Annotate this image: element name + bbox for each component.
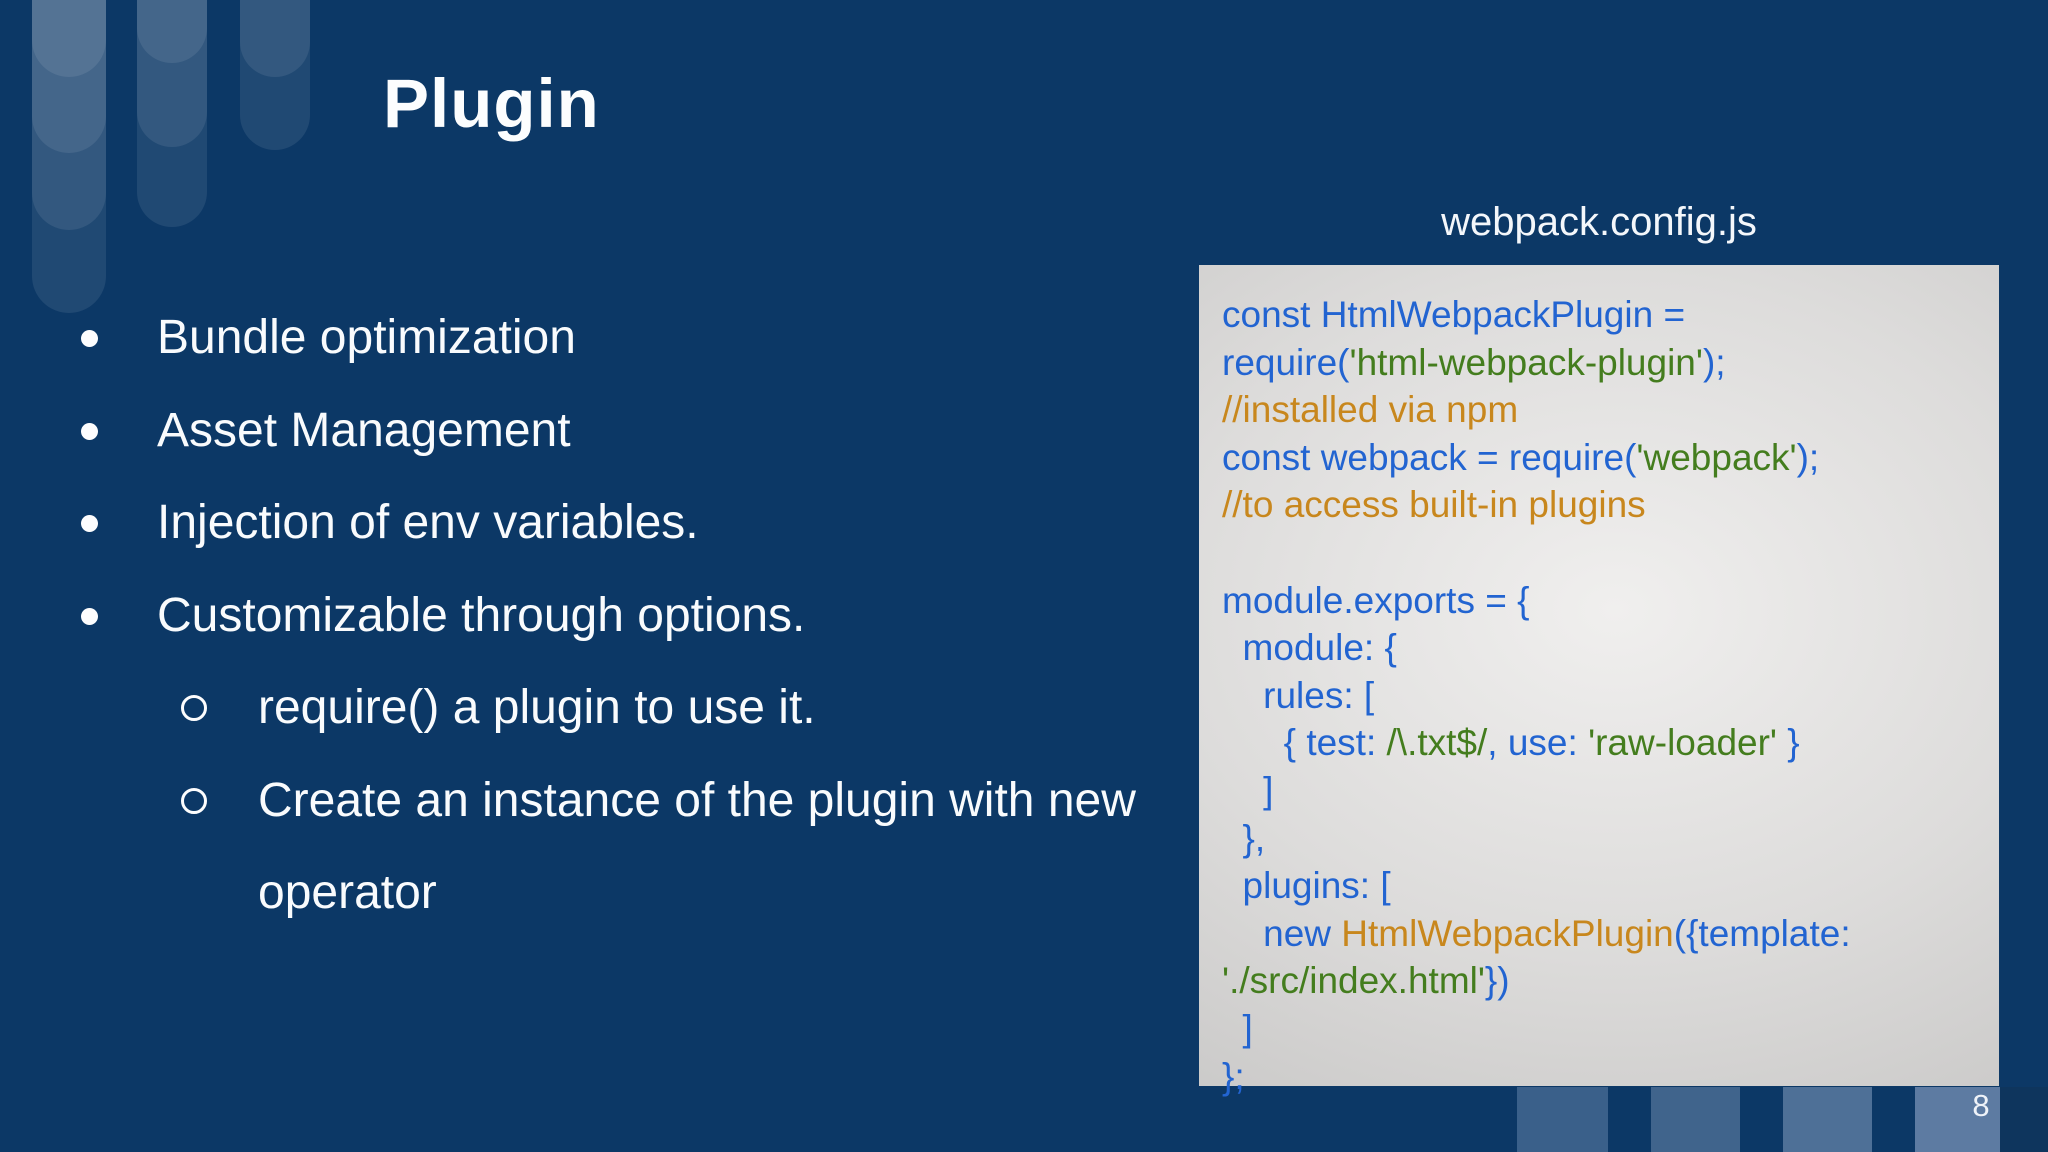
code-token: 'raw-loader' [1588,722,1777,764]
code-line: './src/index.html'}) [1222,957,1992,1005]
code-token: }, [1222,817,1266,859]
code-token: module.exports = { [1222,579,1530,621]
list-item: require() a plugin to use it. [81,662,1201,755]
pill-shape [240,0,310,77]
pill-shape [32,0,106,230]
code-token: require( [1222,341,1350,383]
code-token: ] [1222,1007,1253,1049]
code-token: { test: [1222,722,1387,764]
bullet-disc-icon [81,422,98,440]
list-item: Injection of env variables. [81,477,1201,570]
code-filename-label: webpack.config.js [1441,200,1757,244]
bullet-disc-icon [81,330,98,347]
code-line: ] [1222,767,1992,815]
list-item: Create an instance of the plugin with ne… [81,755,1201,940]
code-line: //installed via npm [1222,386,1992,434]
footer-stripe [1915,1087,2000,1152]
code-line: const HtmlWebpackPlugin = [1222,291,1992,339]
bullet-circle-icon [181,695,207,721]
code-token: 'html-webpack-plugin' [1349,341,1703,383]
code-token: './src/index.html' [1222,960,1485,1002]
code-token: rules: [ [1222,674,1375,716]
code-line: new HtmlWebpackPlugin({template: [1222,910,1992,958]
code-token: //to access built-in plugins [1222,484,1646,526]
code-token: new [1222,912,1342,954]
list-item-text: Asset Management [157,403,571,457]
code-line: //to access built-in plugins [1222,481,1992,529]
pill-shape [32,0,106,153]
list-item: Bundle optimization [81,292,1201,385]
code-line: }, [1222,815,1992,863]
code-line: }; [1222,1053,1992,1101]
footer-stripe [1517,1087,1608,1152]
code-line: rules: [ [1222,672,1992,720]
code-token: }) [1484,960,1510,1002]
code-token: } [1776,722,1800,764]
bullet-disc-icon [81,607,98,625]
code-token: HtmlWebpackPlugin [1341,912,1674,954]
code-token: plugins: [ [1222,865,1391,907]
code-panel: const HtmlWebpackPlugin =require('html-w… [1199,265,1999,1097]
code-token: }; [1222,1055,1245,1097]
pill-shape [137,0,207,227]
code-token: ] [1222,769,1274,811]
pill-shape [32,0,106,77]
code-token: module: { [1222,627,1397,669]
code-line [1222,529,1992,577]
pill-shape [137,0,207,147]
list-item: Asset Management [81,385,1201,478]
bullet-disc-icon [81,515,98,532]
list-item-text: require() a plugin to use it. [258,681,816,734]
list-item-text: Create an instance of the plugin with ne… [258,773,1136,920]
code-token: , use: [1487,722,1589,764]
code-block: const HtmlWebpackPlugin =require('html-w… [1222,291,1992,1100]
code-token: 'webpack' [1636,436,1797,478]
code-token: const HtmlWebpackPlugin = [1222,294,1686,335]
code-token: const webpack = require( [1222,436,1637,478]
code-line: module.exports = { [1222,577,1992,625]
footer-stripe [1783,1087,1872,1152]
code-line: require('html-webpack-plugin'); [1222,339,1992,387]
slide-title: Plugin [383,65,600,142]
list-item-text: Injection of env variables. [157,496,699,549]
code-token: //installed via npm [1222,389,1519,431]
pill-shape [137,0,207,63]
list-item-text: Bundle optimization [157,311,576,364]
code-token: /\.txt$/ [1386,722,1488,764]
code-line: ] [1222,1005,1992,1053]
footer-stripe [1651,1087,1740,1152]
code-token: ); [1796,436,1820,478]
code-line: { test: /\.txt$/, use: 'raw-loader' } [1222,719,1992,767]
page-number: 8 [1972,1088,1990,1123]
pill-shape [240,0,310,150]
list-item-text: Customizable through options. [157,588,806,642]
list-item: Customizable through options. [81,570,1201,663]
code-token: ({template: [1673,912,1851,954]
code-line: module: { [1222,624,1992,672]
code-token: ); [1702,341,1726,383]
code-line: plugins: [ [1222,862,1992,910]
footer-stripe [2000,1087,2048,1152]
pill-shape [32,0,106,313]
bullet-circle-icon [181,787,207,814]
code-line: const webpack = require('webpack'); [1222,434,1992,482]
